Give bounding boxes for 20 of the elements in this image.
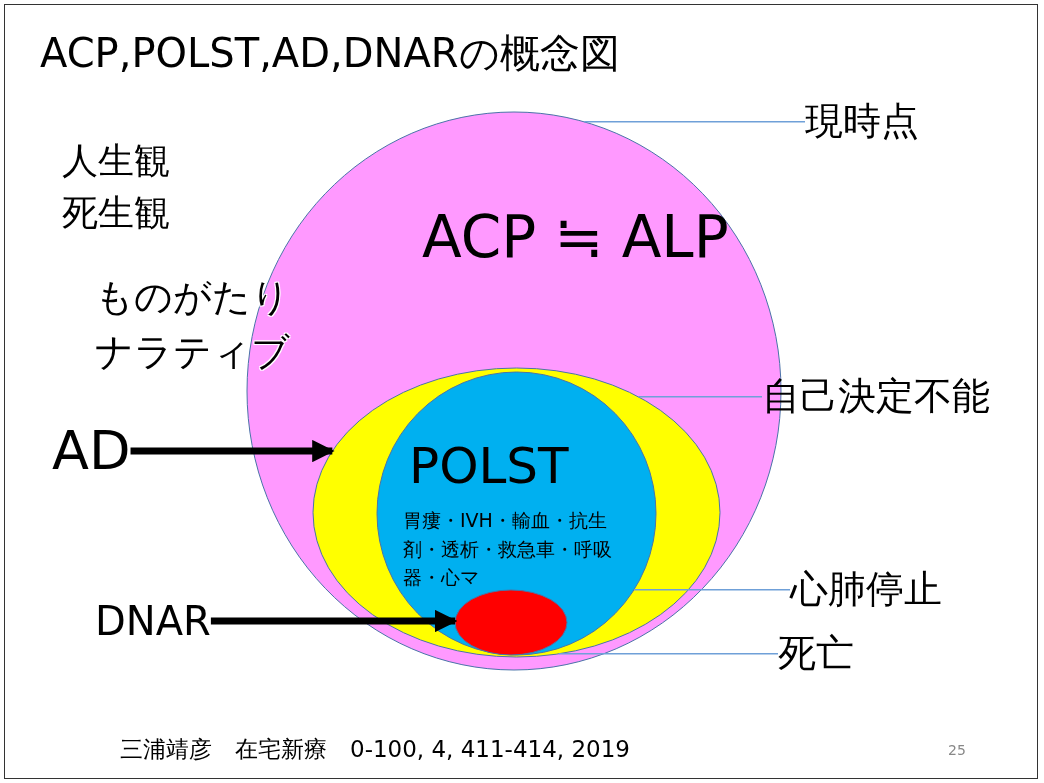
node-label: AD	[52, 420, 131, 483]
citation-text: 三浦靖彦 在宅新療 0-100, 4, 411-414, 2019	[120, 736, 630, 763]
slide-title: ACP,POLST,AD,DNARの概念図	[40, 30, 620, 76]
circle-label: POLST	[409, 438, 569, 496]
note-text: ものがたりナラティブ	[95, 274, 291, 377]
circle-label: ACP ≒ ALP	[422, 204, 729, 271]
node-label: 自己決定不能	[762, 375, 990, 419]
page-number: 25	[948, 742, 966, 759]
node-label: 現時点	[805, 100, 919, 144]
leader-line	[558, 653, 779, 655]
arrow	[130, 439, 335, 463]
leader-line	[583, 121, 806, 123]
item-list: 胃瘻・IVH・輸血・抗生剤・透析・救急車・呼吸器・心マ	[403, 506, 618, 592]
note-text: 人生観死生観	[62, 139, 171, 236]
leader-line	[633, 589, 791, 591]
leader-line	[637, 396, 763, 398]
node-label: DNAR	[95, 598, 211, 644]
node-label: 心肺停止	[790, 568, 942, 612]
arrow	[210, 609, 458, 633]
node-label: 死亡	[778, 632, 854, 676]
